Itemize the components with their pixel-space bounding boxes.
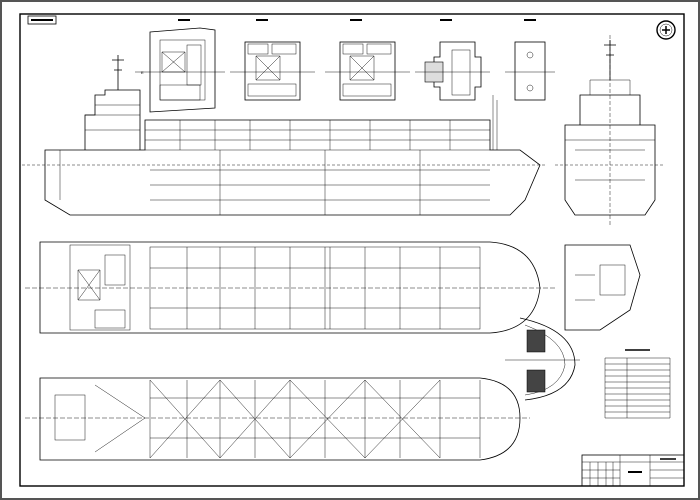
centerline-marks: E xyxy=(141,70,144,75)
ship-front-view xyxy=(555,35,665,225)
deck-plan-3 xyxy=(325,19,410,101)
company-logo xyxy=(656,20,676,40)
title-block xyxy=(581,454,685,487)
drawing-frame xyxy=(19,13,685,487)
deck-plan-4 xyxy=(415,19,490,101)
deck-plan-1 xyxy=(135,19,225,113)
ship-profile xyxy=(22,55,545,216)
centerline-mark: E xyxy=(141,70,144,75)
drawing-number-box xyxy=(27,15,57,25)
dimension-table xyxy=(604,349,671,419)
deck-plan-5 xyxy=(505,19,555,101)
hold-plan xyxy=(25,377,530,461)
bow-section-view xyxy=(564,244,641,331)
anchor-detail xyxy=(505,317,580,401)
deck-plan-2 xyxy=(230,19,315,101)
main-deck-plan xyxy=(25,241,555,334)
